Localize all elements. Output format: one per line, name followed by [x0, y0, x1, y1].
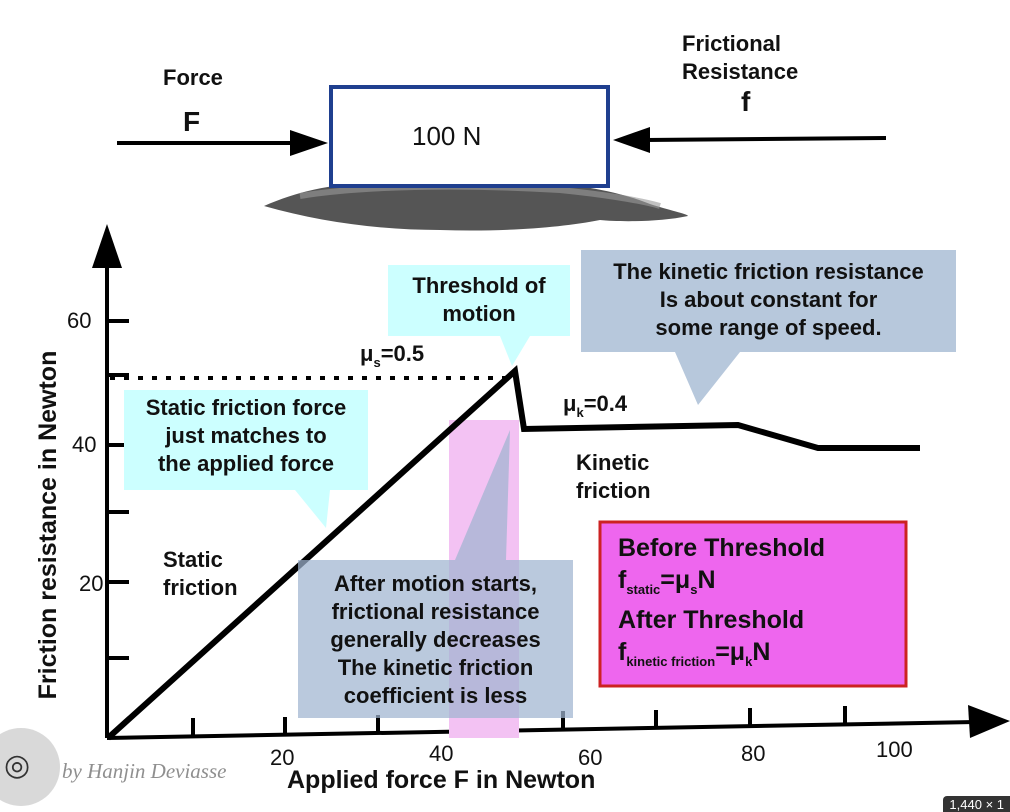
- friction-curve: [105, 365, 920, 741]
- static-callout-line: the applied force: [157, 451, 335, 476]
- after-threshold-formula: fkinetic friction=μkN: [618, 638, 771, 669]
- kinetic-callout-line: Is about constant for: [659, 287, 878, 312]
- x-tick-label: 60: [578, 745, 603, 770]
- mu-s-label: μs=0.5: [360, 341, 425, 370]
- static-callout-bg: [124, 390, 368, 528]
- y-tick-label: 40: [72, 432, 97, 457]
- static-friction-label-line1: Static: [163, 547, 223, 572]
- static-callout: Static friction force just matches to th…: [124, 394, 368, 478]
- friction-arrow: [644, 136, 887, 142]
- formula-box: [598, 520, 908, 688]
- after-motion-callout-line: After motion starts,: [334, 571, 537, 596]
- after-threshold-title: After Threshold: [618, 606, 805, 634]
- kinetic-callout-line: some range of speed.: [655, 315, 882, 340]
- x-tick-label: 80: [741, 741, 766, 766]
- force-symbol: F: [183, 106, 201, 137]
- after-motion-callout-line: coefficient is less: [343, 683, 528, 708]
- x-tick-label: 100: [876, 737, 913, 762]
- after-motion-callout-line: The kinetic friction: [337, 655, 534, 680]
- force-label: Force: [163, 65, 223, 90]
- kinetic-friction-label-line2: friction: [576, 478, 651, 503]
- author-credit: by Hanjin Deviasse: [62, 759, 227, 783]
- static-callout-line: Static friction force: [145, 395, 347, 420]
- y-tick-label: 20: [79, 571, 104, 596]
- mu-k-label: μk=0.4: [563, 391, 628, 420]
- friction-title-line1: Frictional: [682, 31, 782, 56]
- after-motion-callout-line: generally decreases: [330, 627, 541, 652]
- after-motion-callout: After motion starts, frictional resistan…: [298, 570, 573, 710]
- x-axis: [106, 720, 976, 740]
- threshold-callout: Threshold of motion: [388, 272, 570, 328]
- after-motion-callout-line: frictional resistance: [331, 599, 540, 624]
- threshold-callout-line: Threshold of: [412, 273, 546, 298]
- kinetic-friction-label-line1: Kinetic: [576, 450, 650, 475]
- threshold-callout-bg: [388, 265, 570, 366]
- threshold-callout-line: motion: [442, 301, 516, 326]
- dimensions-badge: 1,440 × 1: [943, 796, 1010, 812]
- kinetic-callout-bg: [581, 250, 956, 405]
- x-tick-label: 20: [270, 745, 295, 770]
- after-motion-callout-bg: [298, 430, 573, 718]
- static-callout-line: just matches to: [165, 423, 327, 448]
- kinetic-callout: The kinetic friction resistance Is about…: [581, 258, 956, 342]
- before-threshold-title: Before Threshold: [618, 534, 825, 562]
- friction-symbol: f: [741, 86, 751, 117]
- lens-icon: ◎: [4, 749, 31, 782]
- friction-title-line2: Resistance: [682, 59, 799, 84]
- x-tick-label: 40: [429, 741, 454, 766]
- before-threshold-formula: fstatic=μsN: [618, 566, 716, 597]
- y-tick-label: 60: [67, 308, 92, 333]
- y-axis-label: Friction resistance in Newton: [34, 350, 62, 700]
- box-weight-label: 100 N: [412, 121, 482, 151]
- static-friction-label-line2: friction: [163, 575, 238, 600]
- x-axis-label: Applied force F in Newton: [287, 766, 596, 794]
- lens-button[interactable]: ◎: [0, 728, 60, 806]
- weight-box: [329, 85, 610, 188]
- kinetic-callout-line: The kinetic friction resistance: [613, 259, 924, 284]
